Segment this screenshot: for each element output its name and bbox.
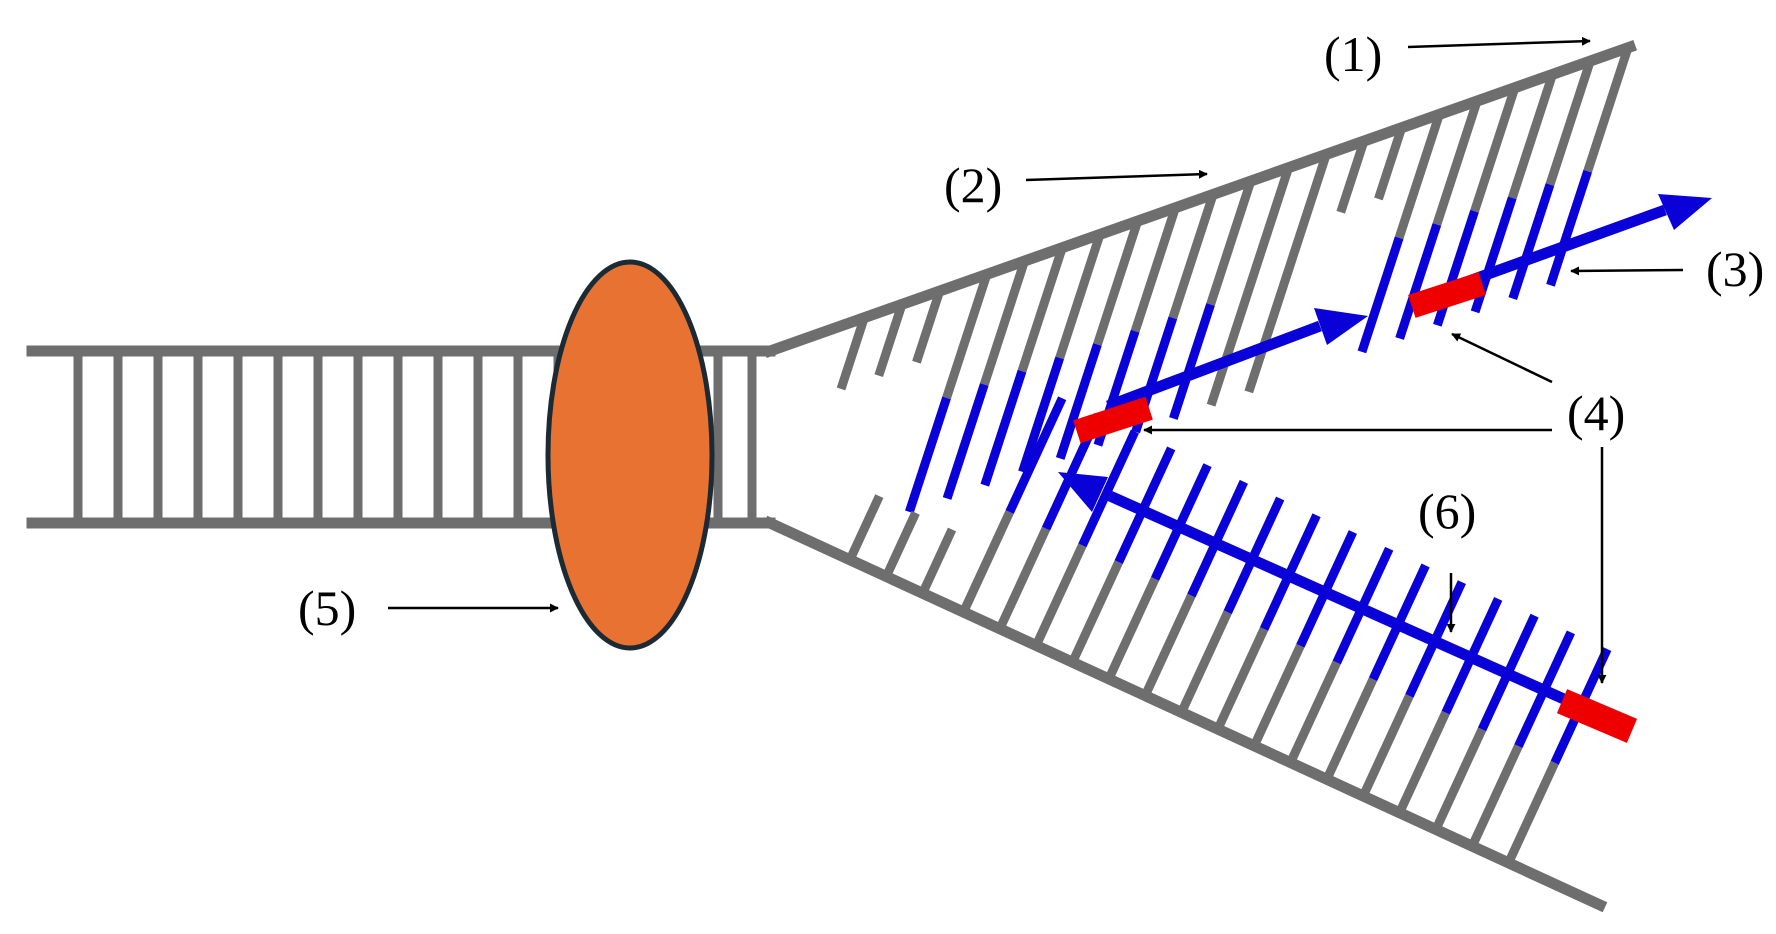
lagging-base-pair xyxy=(1470,86,1520,213)
rna-primer-okazaki-1 xyxy=(1073,396,1153,444)
label-2: (2) xyxy=(944,157,1002,213)
okazaki-base-pair xyxy=(1395,223,1442,340)
okazaki-fragment-1-backbone xyxy=(1106,320,1322,412)
label-3: (3) xyxy=(1706,241,1764,297)
label-5: (5) xyxy=(298,580,356,636)
lagging-base-pair xyxy=(1055,232,1105,360)
okazaki-base-pair xyxy=(980,369,1027,487)
leading-template-backbone xyxy=(762,515,1608,913)
leading-template-base-pair xyxy=(1250,643,1305,748)
rna-primer-leading xyxy=(1556,689,1638,743)
leading-template-base-pair xyxy=(845,494,884,562)
leading-template-base-pair xyxy=(1431,727,1487,832)
lagging-template-backbone xyxy=(762,39,1638,359)
lagging-base-pair xyxy=(1394,112,1444,240)
leading-strand-arrowhead xyxy=(1058,472,1108,512)
lagging-base-pair xyxy=(979,259,1029,386)
lagging-base-pair xyxy=(942,272,992,400)
lagging-base-pair xyxy=(912,289,944,364)
lagging-base-pair xyxy=(1206,179,1256,306)
okazaki-base-pair xyxy=(1055,343,1102,460)
pointer-arrow-1 xyxy=(1407,36,1591,49)
lagging-base-pair xyxy=(1168,192,1218,320)
leading-template-base-pair xyxy=(882,510,920,579)
leading-template-base-pairs xyxy=(845,396,1612,865)
leading-strand-backbone xyxy=(1107,490,1578,710)
leading-base-pair xyxy=(1005,396,1067,514)
leading-template-base-pair xyxy=(1322,677,1378,782)
okazaki-fragment-2 xyxy=(1453,194,1712,292)
lagging-base-pair xyxy=(1093,219,1142,346)
okazaki-fragment-2-backbone xyxy=(1453,204,1667,292)
leading-template-base-pair xyxy=(1213,627,1269,732)
lagging-template-strand xyxy=(762,39,1638,514)
pointer-arrow-3 xyxy=(1570,266,1684,276)
okazaki-fragment-1 xyxy=(1106,308,1368,412)
okazaki-base-pair xyxy=(942,383,989,500)
okazaki-base-pair xyxy=(905,396,951,514)
lagging-base-pair xyxy=(874,302,907,377)
leading-template-base-pair xyxy=(1286,660,1341,765)
leading-template-strand xyxy=(762,396,1612,913)
lagging-base-pair xyxy=(1336,139,1369,214)
okazaki-base-pair xyxy=(1546,169,1592,287)
lagging-base-pair xyxy=(1206,166,1293,407)
helicase-enzyme xyxy=(545,259,715,651)
rna-primer-okazaki-2 xyxy=(1408,272,1486,318)
leading-template-base-pair xyxy=(1104,576,1160,681)
okazaki-fragment-1-arrowhead xyxy=(1314,308,1368,345)
leading-template-base-pair xyxy=(1068,560,1123,665)
lagging-base-pair xyxy=(1130,206,1180,333)
leading-base-pair xyxy=(1078,429,1139,548)
leading-template-base-pair xyxy=(918,527,957,596)
okazaki-fragment-2-arrowhead xyxy=(1658,194,1712,230)
lagging-base-pair xyxy=(1244,152,1331,394)
annotation-arrows xyxy=(388,36,1684,684)
okazaki-base-pair xyxy=(1508,183,1555,300)
lagging-base-pair xyxy=(1507,72,1557,200)
lagging-base-pair xyxy=(1374,126,1406,201)
leading-template-base-pair xyxy=(959,510,1014,614)
leading-template-base-pair xyxy=(1504,760,1559,865)
lagging-base-pair xyxy=(1583,46,1633,173)
leading-template-base-pair xyxy=(1141,593,1196,698)
leading-template-base-pair xyxy=(1359,694,1414,798)
okazaki-base-pair xyxy=(1018,356,1064,474)
leading-template-base-pair xyxy=(1032,543,1087,648)
okazaki-base-pair xyxy=(1357,236,1404,354)
okazaki-base-pair xyxy=(1169,303,1215,420)
leading-template-base-pair xyxy=(1468,744,1523,849)
leading-template-base-pair xyxy=(1395,710,1450,815)
pointer-arrow-4a xyxy=(1451,332,1553,384)
pointer-arrow-2 xyxy=(1025,169,1208,182)
lagging-base-pair xyxy=(1545,59,1595,186)
label-4: (4) xyxy=(1567,385,1625,441)
leading-base-pair xyxy=(1114,446,1176,565)
lagging-base-pair xyxy=(1017,246,1067,373)
label-6: (6) xyxy=(1418,483,1476,539)
lagging-base-pair xyxy=(1432,99,1482,226)
label-1: (1) xyxy=(1324,26,1382,82)
leading-template-base-pair xyxy=(995,526,1051,631)
leading-template-base-pair xyxy=(1177,610,1232,715)
lagging-base-pair xyxy=(836,316,869,391)
leading-strand xyxy=(1058,472,1578,710)
